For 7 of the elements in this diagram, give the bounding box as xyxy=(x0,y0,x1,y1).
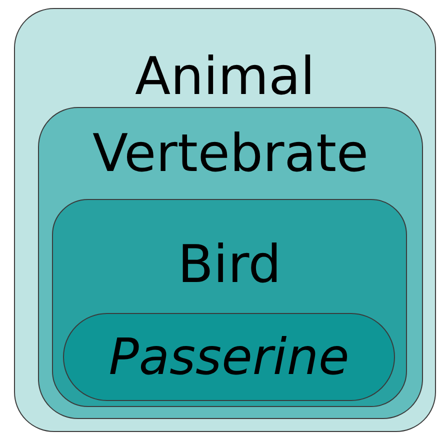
set-box xyxy=(38,107,423,419)
set-box xyxy=(14,8,436,432)
set-label: Passerine xyxy=(108,332,350,382)
set-box xyxy=(52,199,407,407)
set-label: Animal xyxy=(134,51,316,103)
set-label: Vertebrate xyxy=(92,128,370,180)
set-label: Bird xyxy=(176,239,282,291)
